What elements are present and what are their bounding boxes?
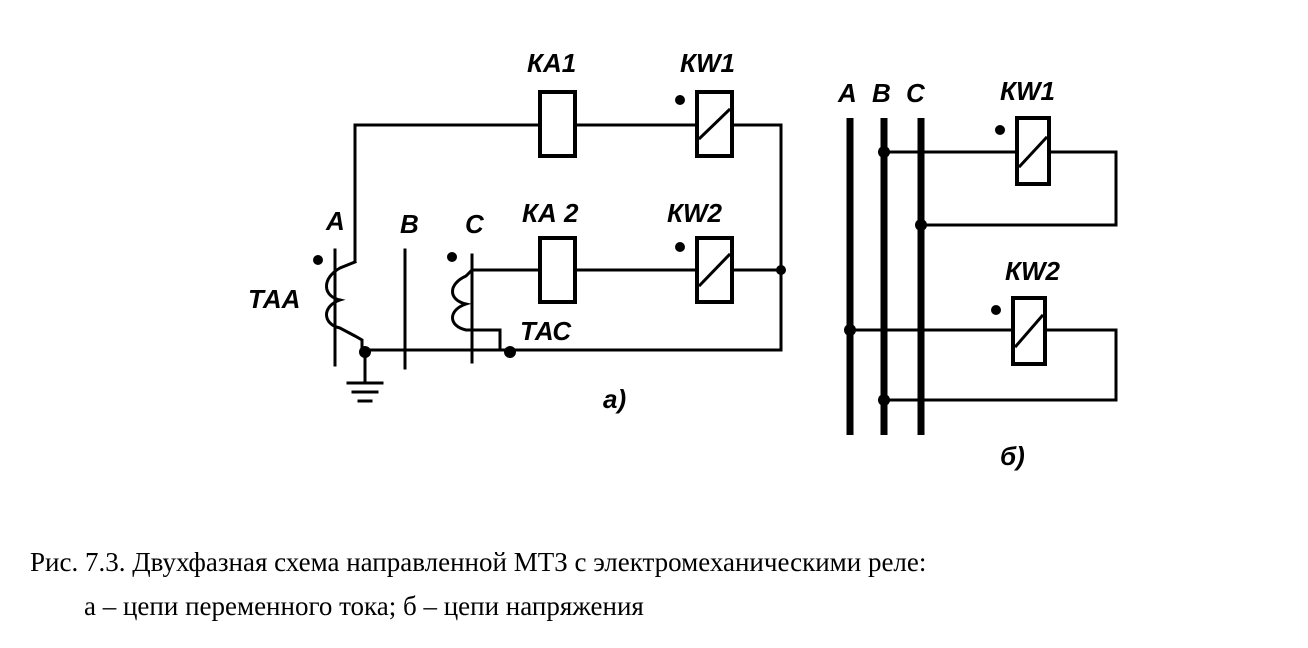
- label-part-a: а): [603, 384, 626, 414]
- label-phase-a-a: А: [325, 206, 345, 236]
- label-kw2-a: КW2: [667, 198, 723, 228]
- kw2-coil-diagonal-b: [1013, 313, 1045, 349]
- node-c-kw1: [915, 219, 927, 231]
- kw1-polarity-dot-a: [675, 95, 685, 105]
- ground-symbol: [346, 350, 384, 403]
- wire-kw2-b: [848, 328, 1118, 402]
- label-phase-a-b: А: [837, 78, 857, 108]
- tac-winding: [451, 267, 507, 352]
- wire-kw1-b: [882, 150, 1118, 227]
- diagram-b: [844, 116, 1118, 435]
- label-kw2-b: КW2: [1005, 256, 1061, 286]
- node-b-kw2: [878, 394, 890, 406]
- circuit-diagram: КА1 КW1 КА 2 КW2 А В С ТАА ТАС а) А В С …: [248, 48, 1118, 471]
- junction-tac-a: [504, 346, 516, 358]
- label-taa: ТАА: [248, 284, 300, 314]
- figure-caption: Рис. 7.3. Двухфазная схема направленной …: [30, 540, 1290, 628]
- kw2-coil-diagonal-a: [697, 252, 732, 288]
- label-phase-c-b: С: [906, 78, 926, 108]
- wire-bottom-a: [363, 268, 783, 352]
- kw1-polarity-dot-b: [995, 125, 1005, 135]
- ka2-relay-coil: [538, 236, 577, 304]
- wire-top-a: [353, 123, 783, 272]
- ka1-relay-coil: [538, 90, 577, 158]
- taa-winding: [325, 260, 364, 352]
- kw2-polarity-dot-a: [675, 242, 685, 252]
- tac-polarity-dot: [447, 252, 457, 262]
- kw1-coil-diagonal-a: [697, 107, 732, 141]
- label-tac: ТАС: [520, 316, 572, 346]
- taa-polarity-dot: [313, 255, 323, 265]
- kw2-polarity-dot-b: [991, 305, 1001, 315]
- label-phase-b-a: В: [400, 209, 419, 239]
- label-phase-c-a: С: [465, 209, 485, 239]
- label-kw1-a: КW1: [680, 48, 735, 78]
- diagram-a: [313, 90, 786, 403]
- label-kw1-b: КW1: [1000, 76, 1055, 106]
- kw1-coil-diagonal-b: [1017, 135, 1049, 169]
- caption-line-1: Рис. 7.3. Двухфазная схема направленной …: [30, 547, 927, 577]
- node-b-kw1: [878, 146, 890, 158]
- caption-line-2: а – цепи переменного тока; б – цепи напр…: [84, 591, 644, 621]
- node-a-kw2: [844, 324, 856, 336]
- label-part-b: б): [1000, 441, 1025, 471]
- label-ka1: КА1: [527, 48, 576, 78]
- label-phase-b-b: В: [872, 78, 891, 108]
- label-ka2: КА 2: [522, 198, 579, 228]
